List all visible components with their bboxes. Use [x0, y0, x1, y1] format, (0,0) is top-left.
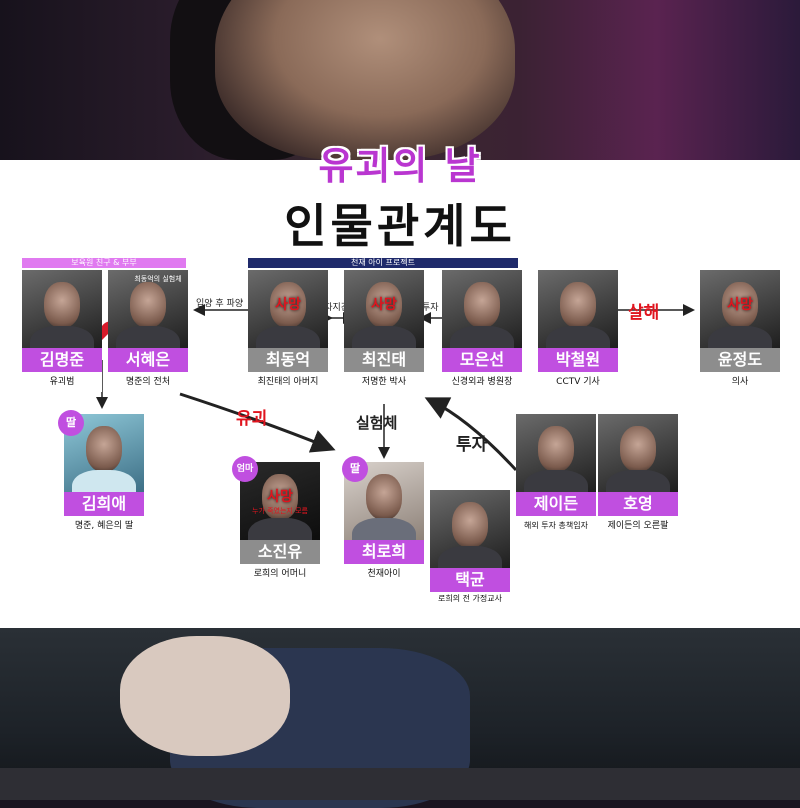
character-name: 윤정도: [700, 348, 780, 372]
background-face: [215, 0, 515, 160]
character-desc: 명준의 전처: [108, 372, 188, 392]
portrait: 사망: [248, 270, 328, 348]
death-mark: 사망: [371, 297, 397, 313]
relation-kidnap-label: 유괴: [236, 409, 268, 429]
portrait: 최동억의 실험체: [108, 270, 188, 348]
death-mark: 사망: [275, 297, 301, 313]
relation-father-son-label: 부자지간: [316, 303, 350, 313]
character-name: 소진유: [240, 540, 320, 564]
bottom-background-photo: [0, 628, 800, 808]
diagram-title: 인물관계도: [284, 199, 516, 253]
card-mo-eunseon: 모은선 신경외과 병원장: [442, 270, 522, 392]
arrow-invest-big: [424, 397, 518, 472]
group-label-couple: 보육원 친구 & 부부: [22, 258, 186, 268]
character-desc: 신경외과 병원장: [442, 372, 522, 392]
portrait: 사망: [344, 270, 424, 348]
diagram-subtitle: 유괴의 날: [318, 144, 482, 188]
character-desc: 저명한 박사: [344, 372, 424, 392]
character-desc: 천재아이: [344, 564, 424, 584]
card-park-cheolwon: 박철원 CCTV 기사: [538, 270, 618, 392]
card-hoyoung: 호영 제이든의 오른팔: [598, 414, 678, 536]
badge-mother-so-jinyu: 엄마: [232, 456, 258, 482]
card-yoon-jeongdo: 사망 윤정도 의사: [700, 270, 780, 392]
photo-note: 최동억의 실험체: [134, 275, 182, 283]
card-choi-rohui: 최로희 천재아이: [344, 462, 424, 584]
background-rail: [0, 768, 800, 800]
character-desc: 로희의 전 가정교사: [430, 592, 510, 622]
portrait: [516, 414, 596, 492]
relation-murder-label: 살해: [628, 303, 660, 323]
death-mark: 사망: [267, 489, 293, 505]
character-name: 서혜은: [108, 348, 188, 372]
background-arm: [120, 636, 290, 756]
portrait: [442, 270, 522, 348]
death-mark: 사망: [727, 297, 753, 313]
card-kim-myungjun: 김명준 유괴범: [22, 270, 102, 392]
character-name: 제이든: [516, 492, 596, 516]
character-name: 김희애: [64, 492, 144, 516]
character-desc: CCTV 기사: [538, 372, 618, 392]
card-jayden: 제이든 해외 투자 총책임자: [516, 414, 596, 536]
portrait: [64, 414, 144, 492]
portrait: [22, 270, 102, 348]
relation-adopt-label: 입양 후 파양: [196, 299, 244, 309]
card-choi-jintae: 사망 최진태 저명한 박사: [344, 270, 424, 392]
badge-daughter-kim-huiae: 딸: [58, 410, 84, 436]
relation-invest-small-label: 투자: [422, 303, 439, 313]
character-name: 최로희: [344, 540, 424, 564]
card-so-jinyu: 사망 누가 죽였는지 모름 소진유 로희의 어머니: [240, 462, 320, 584]
group-label-project: 천재 아이 프로젝트: [248, 258, 518, 268]
relation-invest-big-label: 투자: [456, 435, 488, 455]
character-name: 호영: [598, 492, 678, 516]
character-desc: 의사: [700, 372, 780, 392]
arrow-kidnap: [179, 392, 336, 453]
card-choi-dongeok: 사망 최동억 최진태의 아버지: [248, 270, 328, 392]
portrait: [344, 462, 424, 540]
character-desc: 제이든의 오른팔: [598, 516, 678, 536]
character-name: 모은선: [442, 348, 522, 372]
character-desc: 명준, 혜은의 딸: [64, 516, 144, 536]
portrait: 사망: [700, 270, 780, 348]
character-name: 박철원: [538, 348, 618, 372]
character-desc: 로희의 어머니: [240, 564, 320, 584]
portrait: [430, 490, 510, 568]
portrait: [538, 270, 618, 348]
relation-subject-label: 실험체: [356, 414, 398, 432]
character-name: 최진태: [344, 348, 424, 372]
card-seo-hyeeun: 최동억의 실험체 서혜은 명준의 전처: [108, 270, 188, 392]
card-taekgyun: 택균 로희의 전 가정교사: [430, 490, 510, 622]
badge-daughter-choi-rohui: 딸: [342, 456, 368, 482]
card-kim-huiae: 김희애 명준, 혜은의 딸: [64, 414, 144, 536]
top-background-photo: [0, 0, 800, 160]
character-desc: 유괴범: [22, 372, 102, 392]
portrait: [598, 414, 678, 492]
character-name: 택균: [430, 568, 510, 592]
character-desc: 최진태의 아버지: [248, 372, 328, 392]
death-note: 누가 죽였는지 모름: [252, 507, 308, 515]
character-name: 김명준: [22, 348, 102, 372]
character-name: 최동억: [248, 348, 328, 372]
character-desc: 해외 투자 총책임자: [516, 516, 596, 536]
